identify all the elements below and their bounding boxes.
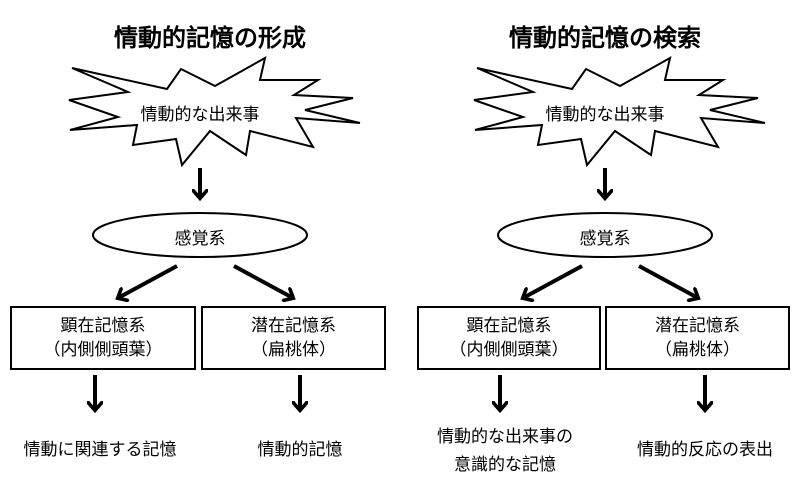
sensory-label: 感覚系: [174, 229, 226, 249]
starburst-shape: [68, 56, 361, 168]
implicit-memory-box: 潜在記憶系 （扁桃体）: [605, 306, 790, 370]
explicit-result: 情動に関連する記憶: [23, 440, 177, 460]
explicit-memory-box: 顕在記憶系 （内側側頭葉）: [10, 306, 196, 370]
event-label: 情動的な出来事: [140, 105, 260, 125]
sensory-label: 感覚系: [579, 229, 631, 249]
sensory-ellipse: [92, 212, 308, 258]
arrow-right: [233, 264, 293, 298]
explicit-result-line2: 意識的な記憶: [454, 455, 556, 475]
explicit-name: 顕在記憶系: [60, 316, 146, 336]
panel-title: 情動的記憶の検索: [509, 24, 701, 52]
explicit-name: 顕在記憶系: [466, 316, 552, 336]
implicit-region: （扁桃体）: [251, 340, 336, 360]
panel-formation-shapes: [68, 56, 361, 410]
implicit-region: （扁桃体）: [655, 340, 740, 360]
implicit-name: 潜在記憶系: [655, 316, 740, 336]
implicit-memory-box: 潜在記憶系 （扁桃体）: [201, 306, 386, 370]
arrow-left: [118, 264, 178, 298]
panel-title: 情動的記憶の形成: [114, 24, 306, 52]
implicit-result: 情動的記憶: [257, 440, 343, 460]
explicit-memory-box: 顕在記憶系 （内側側頭葉）: [417, 306, 601, 370]
implicit-name: 潜在記憶系: [251, 316, 336, 336]
explicit-region: （内側側頭葉）: [43, 340, 163, 360]
explicit-region: （内側側頭葉）: [449, 340, 569, 360]
implicit-result: 情動的反応の表出: [637, 440, 773, 460]
event-label: 情動的な出来事: [545, 105, 665, 125]
explicit-result-line1: 情動的な出来事の: [437, 427, 573, 447]
